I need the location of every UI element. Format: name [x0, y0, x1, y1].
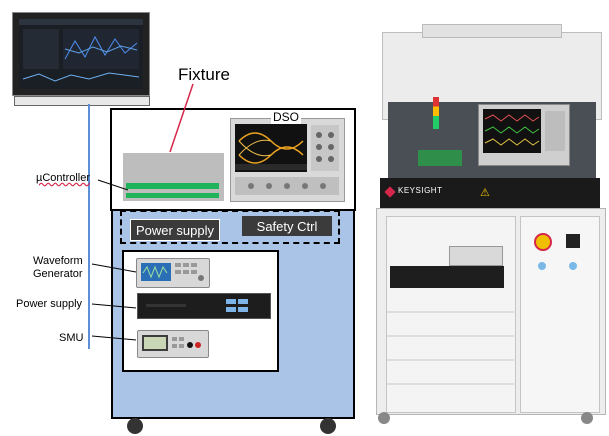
bay-pcb: [418, 150, 462, 166]
warning-icon: ⚠: [480, 187, 490, 199]
safety-ctrl-block: Safety Ctrl: [242, 216, 332, 236]
ucontroller-board: [126, 183, 219, 189]
key-switch[interactable]: [566, 234, 580, 248]
waveform-generator-label-line1: Waveform: [33, 255, 83, 267]
waveform-generator-instrument: [136, 258, 210, 288]
ucontroller-pointer: [97, 179, 129, 191]
dso-label: DSO: [271, 110, 302, 124]
instrument-pointers: [91, 263, 137, 341]
power-supply-instrument: [137, 293, 271, 319]
indicator-light-left: [538, 262, 546, 270]
bay-oscilloscope: [478, 104, 570, 166]
monitor-stand: [14, 96, 150, 106]
stack-light: [433, 97, 439, 129]
ucontroller-board-lower: [126, 193, 219, 198]
dso-graphic: [235, 124, 339, 195]
rack-power-supply: [390, 266, 504, 288]
control-panel: [520, 216, 600, 413]
caster-wheel-left: [378, 412, 390, 424]
dso-instrument: [230, 118, 345, 202]
caster-wheel-right: [581, 412, 593, 424]
emergency-stop-button[interactable]: [534, 233, 552, 251]
brand-strip: KEYSIGHT ⚠: [380, 178, 600, 208]
ucontroller-label: µController: [36, 172, 91, 184]
bay-oscilloscope-graphic: [483, 109, 565, 153]
lid-top: [422, 24, 562, 38]
cabinet-wheel-left: [127, 418, 143, 434]
rack-waveform-generator: [449, 246, 503, 266]
keysight-logo-text: KEYSIGHT: [398, 186, 443, 195]
power-supply-block: Power supply: [130, 219, 220, 241]
monitor: [12, 12, 150, 96]
indicator-light-right: [569, 262, 577, 270]
monitor-app-graphic: [19, 19, 143, 82]
waveform-generator-label-line2: Generator: [33, 268, 83, 280]
waveform-generator-graphic: [141, 263, 204, 281]
cabinet-wheel-right: [320, 418, 336, 434]
smu-graphic: [142, 335, 201, 351]
connector-line: [88, 104, 90, 349]
rack-slots: [386, 311, 514, 385]
power-safety-group: [120, 210, 340, 244]
smu-instrument: [137, 330, 209, 358]
keysight-logo-icon: [384, 186, 396, 198]
smu-label: SMU: [59, 332, 84, 344]
power-supply-label: Power supply: [16, 298, 83, 310]
rack-smu: [449, 246, 450, 247]
power-supply-graphic: [146, 299, 248, 312]
fixture-pointer: [169, 83, 194, 153]
fixture-label: Fixture: [178, 65, 230, 84]
monitor-screen: [19, 19, 143, 89]
